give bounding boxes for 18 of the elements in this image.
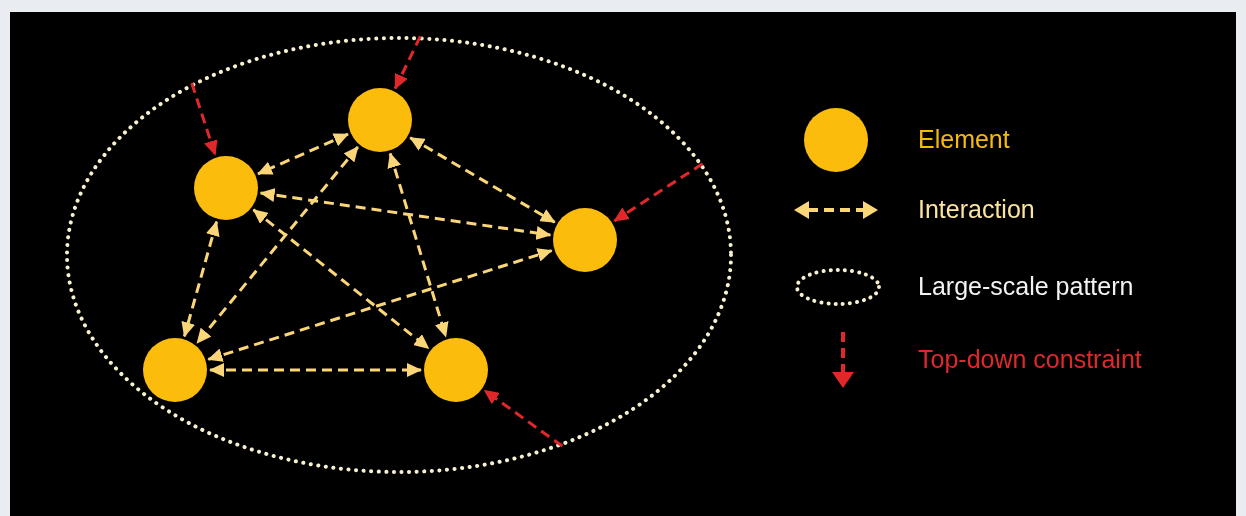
interaction-arrow [257,132,349,176]
constraint-arrow [613,162,704,223]
interaction-arrow [387,152,449,338]
dotted-ellipse [65,36,733,474]
constraint-arrow [393,35,422,90]
legend-label: Element [918,124,1010,154]
interaction-arrow [409,136,556,224]
legend-label: Top-down constraint [918,344,1142,374]
interaction-arrow [181,220,220,338]
constraint-arrow [483,389,564,448]
legend-label: Large-scale pattern [918,271,1134,301]
interaction-arrow [196,146,359,344]
legend-label: Interaction [918,194,1035,224]
interaction-arrow [252,208,430,350]
interaction-arrow [209,363,422,377]
interaction-arrow [259,188,552,240]
interaction-arrow [207,248,553,362]
constraint-arrow [190,82,218,156]
